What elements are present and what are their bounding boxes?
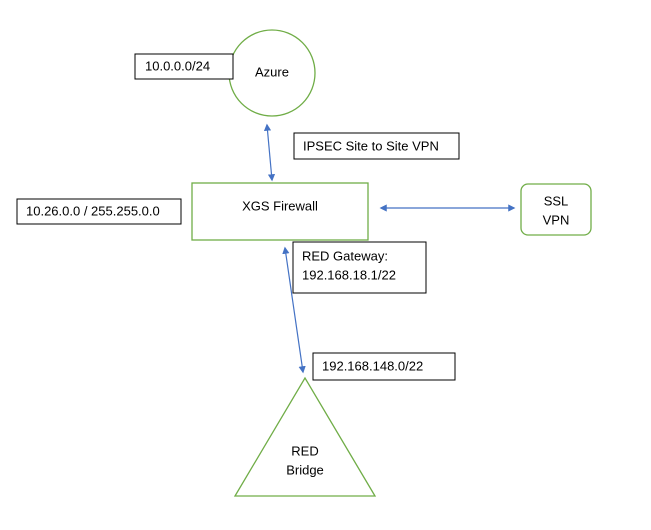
firewall-subnet-callout: 10.26.0.0 / 255.255.0.0	[16, 198, 182, 225]
red-bridge-node: RED Bridge	[233, 376, 377, 497]
firewall-subnet-box	[16, 198, 182, 225]
ipsec-callout: IPSEC Site to Site VPN	[293, 132, 460, 160]
red-subnet-text: 192.168.148.0/22	[322, 358, 423, 373]
red-gateway-line2: 192.168.18.1/22	[302, 267, 396, 282]
red-gateway-callout: RED Gateway: 192.168.18.1/22	[292, 241, 427, 294]
ssl-vpn-node: SSL VPN	[520, 183, 592, 236]
azure-firewall-connector	[263, 123, 276, 182]
azure-node: Azure	[228, 29, 316, 117]
red-bridge-label-line1: RED	[291, 443, 318, 458]
azure-subnet-box	[134, 53, 234, 80]
ssl-vpn-label-line1: SSL	[544, 193, 569, 208]
ipsec-box	[293, 132, 460, 160]
red-bridge-triangle	[233, 376, 377, 497]
ssl-vpn-label-line2: VPN	[543, 212, 570, 227]
red-subnet-box	[312, 352, 456, 381]
firewall-node: XGS Firewall	[191, 182, 369, 241]
azure-subnet-text: 10.0.0.0/24	[145, 58, 210, 73]
ssl-vpn-box	[520, 183, 592, 236]
red-gateway-line1: RED Gateway:	[302, 248, 388, 263]
red-subnet-callout: 192.168.148.0/22	[312, 352, 456, 381]
firewall-subnet-text: 10.26.0.0 / 255.255.0.0	[26, 203, 160, 218]
red-gateway-box	[292, 241, 427, 294]
firewall-box	[191, 182, 369, 241]
firewall-label: XGS Firewall	[242, 198, 318, 213]
azure-subnet-callout: 10.0.0.0/24	[134, 53, 234, 80]
firewall-red-connector	[282, 246, 306, 374]
red-bridge-label-line2: Bridge	[286, 462, 324, 477]
ipsec-text: IPSEC Site to Site VPN	[303, 138, 439, 153]
azure-label: Azure	[255, 64, 289, 79]
